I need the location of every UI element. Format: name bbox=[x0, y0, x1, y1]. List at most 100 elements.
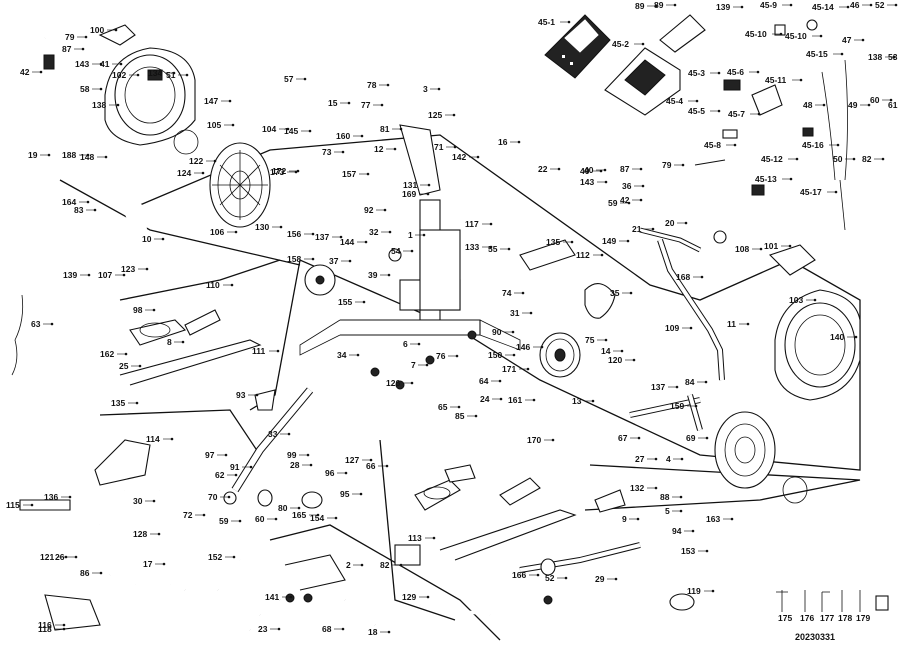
leader-dot-c46 bbox=[410, 249, 414, 253]
leader-dot-k15 bbox=[756, 70, 760, 74]
callout-c34: 145 bbox=[284, 126, 298, 136]
callout-c122: 4 bbox=[666, 454, 671, 464]
leader-dot-c73 bbox=[684, 221, 688, 225]
leader-dot-c93 bbox=[232, 555, 236, 559]
callout-c30: 137 bbox=[315, 232, 329, 242]
leader-dot-c11 bbox=[116, 103, 120, 107]
console-callout-k7: 45-14 bbox=[812, 2, 834, 12]
callout-c19: 124 bbox=[177, 168, 191, 178]
leader-dot-k4 bbox=[740, 5, 744, 9]
leader-dot-c137 bbox=[637, 436, 641, 440]
callout-c68: 146 bbox=[516, 342, 530, 352]
leader-dot-k12 bbox=[892, 55, 896, 59]
callout-c87: 115 bbox=[6, 500, 20, 510]
leader-dot-c27 bbox=[279, 225, 283, 229]
callout-c120: 153 bbox=[681, 546, 695, 556]
leader-dot-c30 bbox=[339, 235, 343, 239]
leader-dot-c85 bbox=[255, 393, 259, 397]
callout-c147: 80 bbox=[278, 503, 288, 513]
console-callout-k23: 48 bbox=[803, 100, 813, 110]
leader-dot-c8 bbox=[136, 73, 140, 77]
callout-c90: 72 bbox=[183, 510, 193, 520]
leader-dot-k3 bbox=[673, 3, 677, 7]
callout-c67: 120 bbox=[608, 355, 622, 365]
leader-dot-c41 bbox=[399, 127, 403, 131]
console-callout-k15: 45-6 bbox=[727, 67, 744, 77]
leader-dot-c109 bbox=[426, 595, 430, 599]
leader-dot-c81 bbox=[138, 364, 142, 368]
leader-dot-c45 bbox=[427, 183, 431, 187]
leader-dot-c52 bbox=[604, 338, 608, 342]
callout-c128: 85 bbox=[455, 411, 465, 421]
leader-dot-c114 bbox=[654, 4, 658, 8]
leader-dot-k24 bbox=[867, 103, 871, 107]
leader-dot-c35 bbox=[360, 134, 364, 138]
leader-dot-c64 bbox=[591, 399, 595, 403]
callout-c80: 162 bbox=[100, 349, 114, 359]
callout-c141: 119 bbox=[687, 586, 701, 596]
callout-c101: 70 bbox=[208, 492, 218, 502]
leader-dot-c92 bbox=[162, 562, 166, 566]
callout-c99: 141 bbox=[265, 592, 279, 602]
callout-c58: 65 bbox=[438, 402, 448, 412]
leader-dot-k14 bbox=[717, 71, 721, 75]
console-callout-k16: 45-11 bbox=[765, 75, 787, 85]
leader-dot-c141 bbox=[711, 589, 715, 593]
pedal-plates bbox=[414, 464, 626, 513]
callout-c62: 171 bbox=[502, 364, 516, 374]
leader-dot-c118 bbox=[730, 517, 734, 521]
leader-dot-c130 bbox=[348, 259, 352, 263]
leader-dot-c147 bbox=[297, 506, 301, 510]
callout-c115: 9 bbox=[622, 514, 627, 524]
leader-dot-c53 bbox=[529, 311, 533, 315]
leader-dot-c23 bbox=[87, 273, 91, 277]
callout-c1: 79 bbox=[65, 32, 75, 42]
leader-dot-c162 bbox=[417, 342, 421, 346]
leader-dot-c1 bbox=[84, 35, 88, 39]
leader-dot-k19 bbox=[757, 112, 761, 116]
leader-dot-c79 bbox=[230, 283, 234, 287]
leader-dot-c38 bbox=[364, 240, 368, 244]
leader-dot-c37 bbox=[383, 208, 387, 212]
leader-dot-c5 bbox=[99, 87, 103, 91]
console-callout-k3: 89 bbox=[654, 0, 664, 10]
leader-dot-c91 bbox=[157, 532, 161, 536]
leader-dot-c139 bbox=[557, 167, 561, 171]
leader-dot-c105 bbox=[369, 458, 373, 462]
callout-c79: 110 bbox=[206, 280, 220, 290]
leader-dot-c151 bbox=[224, 453, 228, 457]
callout-c129: 34 bbox=[337, 350, 347, 360]
leader-dot-k30 bbox=[834, 190, 838, 194]
callout-c137: 67 bbox=[618, 433, 628, 443]
callout-c158: 169 bbox=[402, 189, 416, 199]
leader-dot-k17 bbox=[695, 99, 699, 103]
callout-c65: 170 bbox=[527, 435, 541, 445]
callout-c95: 60 bbox=[255, 514, 265, 524]
callout-c153: 29 bbox=[595, 574, 605, 584]
console-callout-k4: 139 bbox=[716, 2, 730, 12]
callout-c142: 5 bbox=[665, 506, 670, 516]
callout-c127: 84 bbox=[685, 377, 695, 387]
callout-c36: 157 bbox=[342, 169, 356, 179]
callout-c97: 86 bbox=[80, 568, 90, 578]
leader-dot-c143 bbox=[476, 155, 480, 159]
leader-dot-c12 bbox=[228, 99, 232, 103]
callout-c41: 81 bbox=[380, 124, 390, 134]
leader-dot-c71 bbox=[626, 239, 630, 243]
leader-dot-c16 bbox=[47, 153, 51, 157]
console-callout-k5: 45-9 bbox=[760, 0, 777, 10]
leader-dot-c103 bbox=[344, 471, 348, 475]
callout-c98: 118 bbox=[38, 624, 52, 634]
leader-dot-k6 bbox=[779, 32, 783, 36]
leader-dot-c10 bbox=[185, 73, 189, 77]
leader-dot-k34 bbox=[639, 167, 643, 171]
callout-c20: 164 bbox=[62, 197, 76, 207]
callout-c83: 135 bbox=[111, 398, 125, 408]
leader-dot-c2 bbox=[39, 70, 43, 74]
leader-dot-k2 bbox=[641, 42, 645, 46]
callout-c24: 107 bbox=[98, 270, 112, 280]
callout-c124: 63 bbox=[31, 319, 41, 329]
console-callout-k31: 45-10 bbox=[785, 31, 807, 41]
leader-dot-k23 bbox=[822, 103, 826, 107]
